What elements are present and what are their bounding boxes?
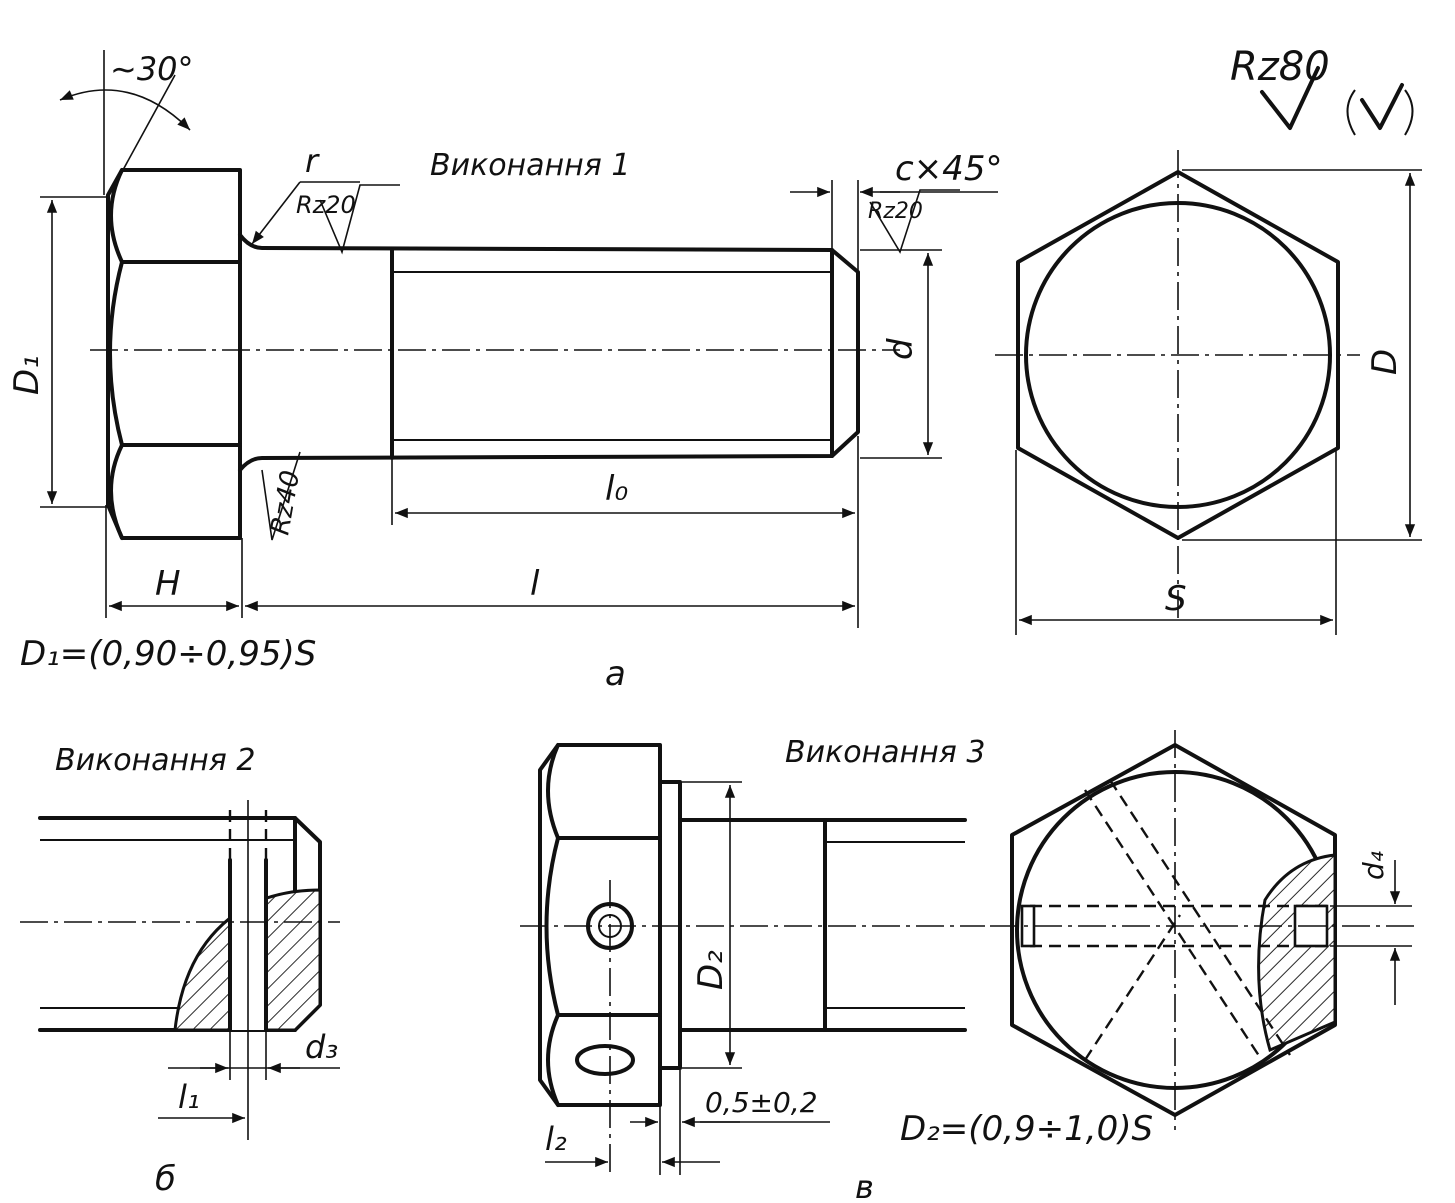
dim-d: d [881, 338, 921, 360]
dim-d3: d₃ [305, 1028, 338, 1066]
dim-l0: l₀ [605, 469, 628, 509]
formula-d1: D₁=(0,90÷0,95)S [20, 634, 316, 674]
view-b [20, 800, 340, 1140]
dim-d1: D₁ [7, 355, 47, 395]
label-a: а [605, 654, 626, 694]
roughness-main: Rz80 [1230, 44, 1330, 90]
bolt-head-outline [106, 168, 242, 540]
dim-l: l [530, 564, 540, 604]
title-variant-1: Виконання 1 [430, 148, 630, 183]
hex-section-hatch [1257, 853, 1337, 1053]
dim-l2: l₂ [545, 1120, 567, 1158]
hex-outline-v3 [1010, 743, 1337, 1117]
head-arc-3 [109, 443, 124, 540]
title-variant-3: Виконання 3 [785, 735, 985, 770]
dim-s: S [1165, 579, 1187, 619]
label-v: в [855, 1168, 874, 1203]
view-a-side [40, 50, 998, 628]
dim-l1: l₁ [178, 1078, 200, 1116]
formula-d2: D₂=(0,9÷1,0)S [900, 1109, 1153, 1149]
shank-outline [238, 233, 860, 472]
dim-h: H [155, 564, 181, 604]
rz20-chamfer: Rz20 [868, 199, 923, 224]
head-arc-2 [108, 260, 124, 447]
label-b: б [155, 1159, 176, 1199]
dim-chamfer: c×45° [895, 149, 1002, 189]
shank-v3 [658, 780, 967, 822]
dim-d2: D₂ [691, 950, 731, 990]
rz20-shank: Rz20 [296, 191, 356, 219]
dim-d4: d₄ [1357, 851, 1390, 880]
rz40-fillet: Rz40 [265, 468, 306, 537]
view-v-side [520, 743, 985, 1175]
view-v-hex [990, 730, 1420, 1130]
dim-d-big: D [1365, 349, 1405, 375]
title-variant-2: Виконання 2 [55, 743, 255, 778]
roughness-check [1260, 66, 1320, 130]
view-a-hex [995, 66, 1422, 635]
dim-tolerance: 0,5±0,2 [705, 1086, 818, 1119]
dim-angle: ~30° [110, 50, 194, 88]
dim-radius: r [305, 142, 320, 180]
wire-hole-lower [575, 1044, 635, 1076]
